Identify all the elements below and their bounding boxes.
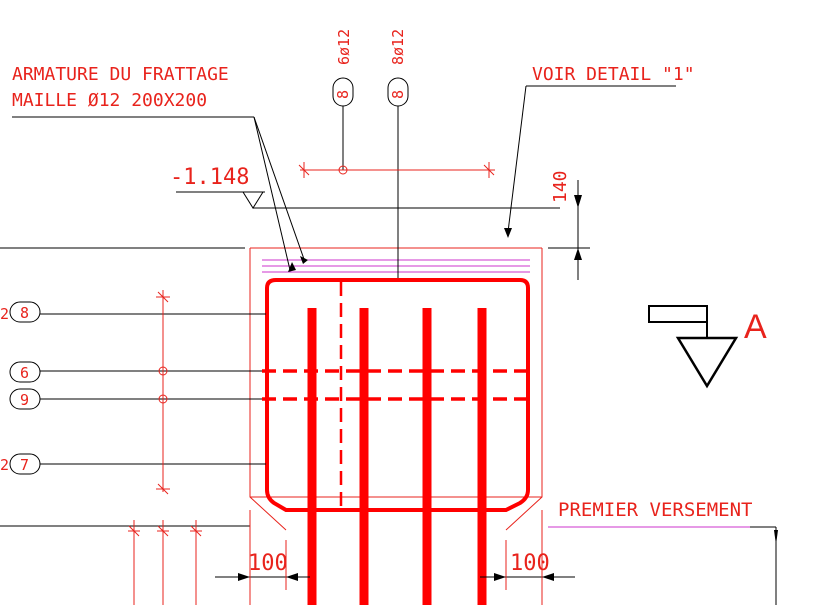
concrete-outline bbox=[0, 247, 543, 605]
armature-callout: ARMATURE DU FRATTAGE MAILLE Ø12 200X200 bbox=[12, 64, 308, 272]
dim-100-right-label: 100 bbox=[510, 551, 550, 576]
rebar-cage bbox=[262, 278, 532, 605]
dim-100-left: 100 bbox=[215, 540, 310, 590]
bar-count-6o12: 6ø12 bbox=[335, 29, 353, 65]
bar-mark: 8 bbox=[389, 90, 407, 99]
bottom-ticks bbox=[128, 520, 202, 605]
bar-mark: 9 bbox=[20, 391, 29, 409]
voir-detail-callout: VOIR DETAIL "1" bbox=[504, 64, 695, 238]
dim-100-left-label: 100 bbox=[248, 551, 288, 576]
dim-100-right: 100 bbox=[480, 540, 575, 590]
bar-mark: 8 bbox=[334, 90, 352, 99]
section-arrow-icon bbox=[675, 336, 739, 389]
armature-label-2: MAILLE Ø12 200X200 bbox=[12, 90, 207, 111]
bar-mark: 8 bbox=[20, 304, 29, 322]
dim-140-label: 140 bbox=[550, 170, 571, 203]
bar-mark: 7 bbox=[20, 456, 29, 474]
dim-140: 140 bbox=[548, 170, 590, 280]
bar-count-8o12: 8ø12 bbox=[389, 29, 407, 65]
armature-label-1: ARMATURE DU FRATTAGE bbox=[12, 64, 229, 85]
section-mark-a: A bbox=[648, 305, 767, 389]
premier-versement-line bbox=[548, 526, 778, 605]
bar-prefix: 2 bbox=[0, 305, 9, 323]
bar-prefix: 2 bbox=[0, 456, 9, 474]
callout-top-bars: 6ø12 8 8ø12 8 bbox=[298, 29, 495, 278]
level-marker: -1.148 bbox=[170, 165, 560, 209]
callout-left-bars: 2 8 6 9 2 7 bbox=[0, 290, 266, 495]
premier-versement-label: PREMIER VERSEMENT bbox=[558, 499, 752, 521]
bar-mark: 6 bbox=[20, 364, 29, 382]
section-letter: A bbox=[744, 308, 767, 346]
level-label: -1.148 bbox=[170, 165, 249, 190]
voir-detail-label: VOIR DETAIL "1" bbox=[532, 64, 695, 85]
